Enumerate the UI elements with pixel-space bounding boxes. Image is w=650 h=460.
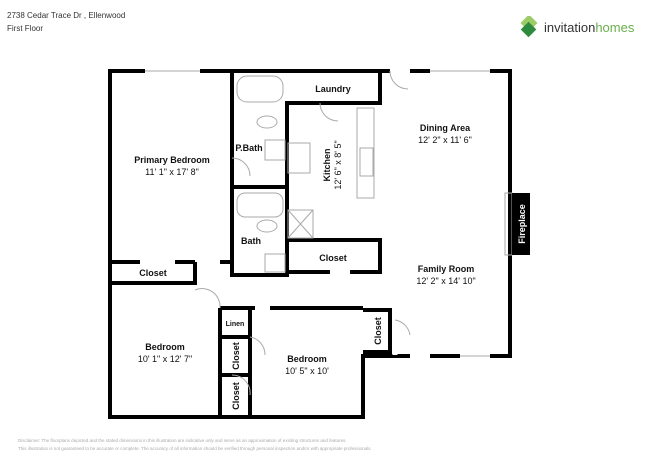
hall-closet-2-label: Closet: [231, 382, 241, 410]
pbath-label: P.Bath: [235, 143, 262, 153]
family-dim: 12' 2" x 14' 10": [416, 276, 475, 286]
disclaimer-line-1: Disclaimer: The floorplans depicted and …: [18, 438, 347, 443]
dining-label: Dining Area: [420, 123, 471, 133]
primary-closet-label: Closet: [139, 268, 167, 278]
floor-label: First Floor: [7, 24, 43, 33]
fireplace-label: Fireplace: [517, 204, 527, 244]
kitchen-closet-label: Closet: [319, 253, 347, 263]
bath-label: Bath: [241, 236, 261, 246]
openings: [140, 68, 490, 359]
brand-logo: invitationhomes: [518, 16, 634, 38]
bedroom2-label: Bedroom: [145, 342, 185, 352]
bedroom3-label: Bedroom: [287, 354, 327, 364]
primary-bedroom-label: Primary Bedroom: [134, 155, 210, 165]
dining-dim: 12' 2" x 11' 6": [418, 135, 472, 145]
fireplace: [512, 193, 530, 255]
bedroom2-dim: 10' 1" x 12' 7": [138, 354, 192, 364]
fixtures: [145, 70, 513, 396]
logo-text-1: invitation: [544, 19, 596, 35]
logo-text-2: homes: [595, 19, 635, 35]
laundry-label: Laundry: [315, 84, 351, 94]
bedroom3-dim: 10' 5" x 10': [285, 366, 329, 376]
primary-bedroom-dim: 11' 1" x 17' 8": [145, 167, 199, 177]
hall-closet-1-label: Closet: [231, 342, 241, 370]
kitchen-dim: 12' 6" x 8' 5": [333, 140, 343, 189]
logo-icon: [520, 16, 538, 38]
right-closet-label: Closet: [373, 317, 383, 345]
family-label: Family Room: [418, 264, 475, 274]
disclaimer-line-2: This illustration is not guaranteed to b…: [18, 446, 372, 451]
address: 2738 Cedar Trace Dr , Ellenwood: [7, 11, 126, 20]
linen-label: Linen: [226, 321, 245, 328]
kitchen-label: Kitchen: [322, 148, 332, 181]
